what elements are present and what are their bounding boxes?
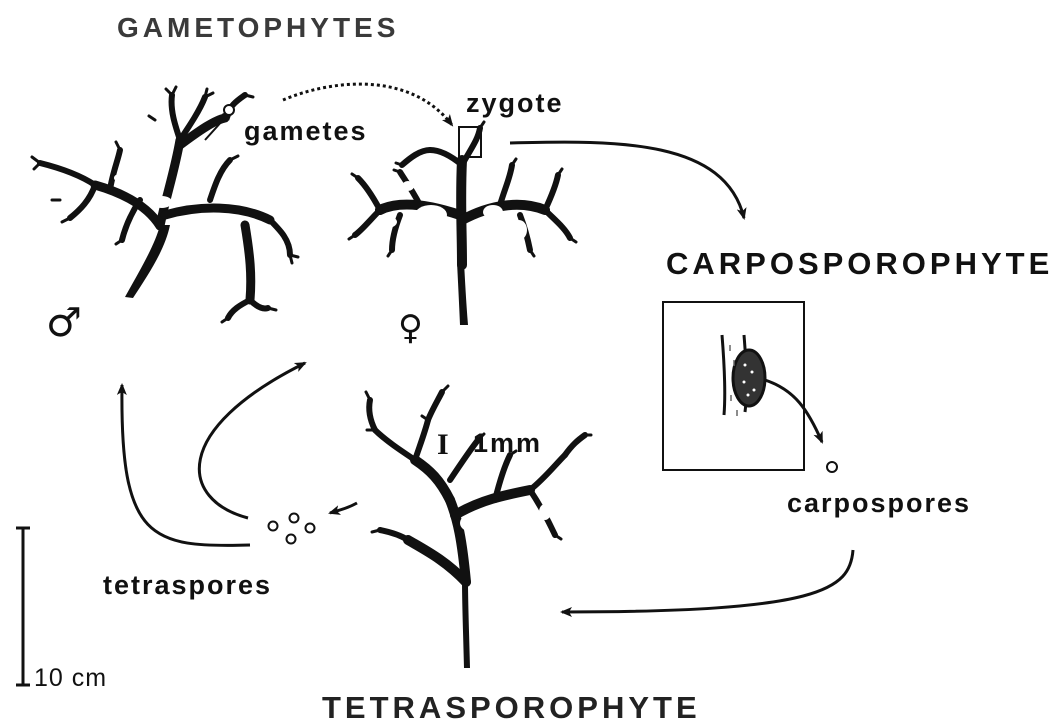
- label-gametes: gametes: [244, 116, 368, 147]
- tetraspores-to-male-arrow: [122, 385, 250, 545]
- female-symbol: ♀: [398, 308, 423, 348]
- carpospores-to-tetrasporophyte-arrow: [562, 550, 853, 612]
- female-gametophyte-thallus: [349, 122, 576, 325]
- label-carpospores: carpospores: [787, 488, 971, 519]
- heading-tetrasporophyte: TETRASPOROPHYTE: [322, 690, 701, 726]
- label-tetraspores: tetraspores: [103, 570, 272, 601]
- cystocarp: [733, 350, 765, 406]
- gamete-spore: [224, 105, 234, 115]
- male-symbol: ♂: [46, 300, 82, 346]
- heading-carposporophyte: CARPOSPOROPHYTE: [666, 246, 1052, 282]
- scale-label-10cm: 10 cm: [34, 664, 107, 693]
- label-zygote: zygote: [466, 88, 564, 119]
- tetraspores-to-female-arrow: [199, 363, 305, 518]
- tetraspore-release-arrow: [330, 503, 357, 513]
- carpospore: [827, 462, 837, 472]
- inset-scale-bar-icon: I: [437, 428, 449, 462]
- tetraspore-group: [269, 514, 315, 544]
- scale-bar-10cm: [16, 528, 30, 685]
- carposporophyte-inset: [663, 302, 804, 470]
- heading-gametophytes: GAMETOPHYTES: [117, 12, 399, 44]
- scale-label-1mm: 1mm: [473, 428, 542, 459]
